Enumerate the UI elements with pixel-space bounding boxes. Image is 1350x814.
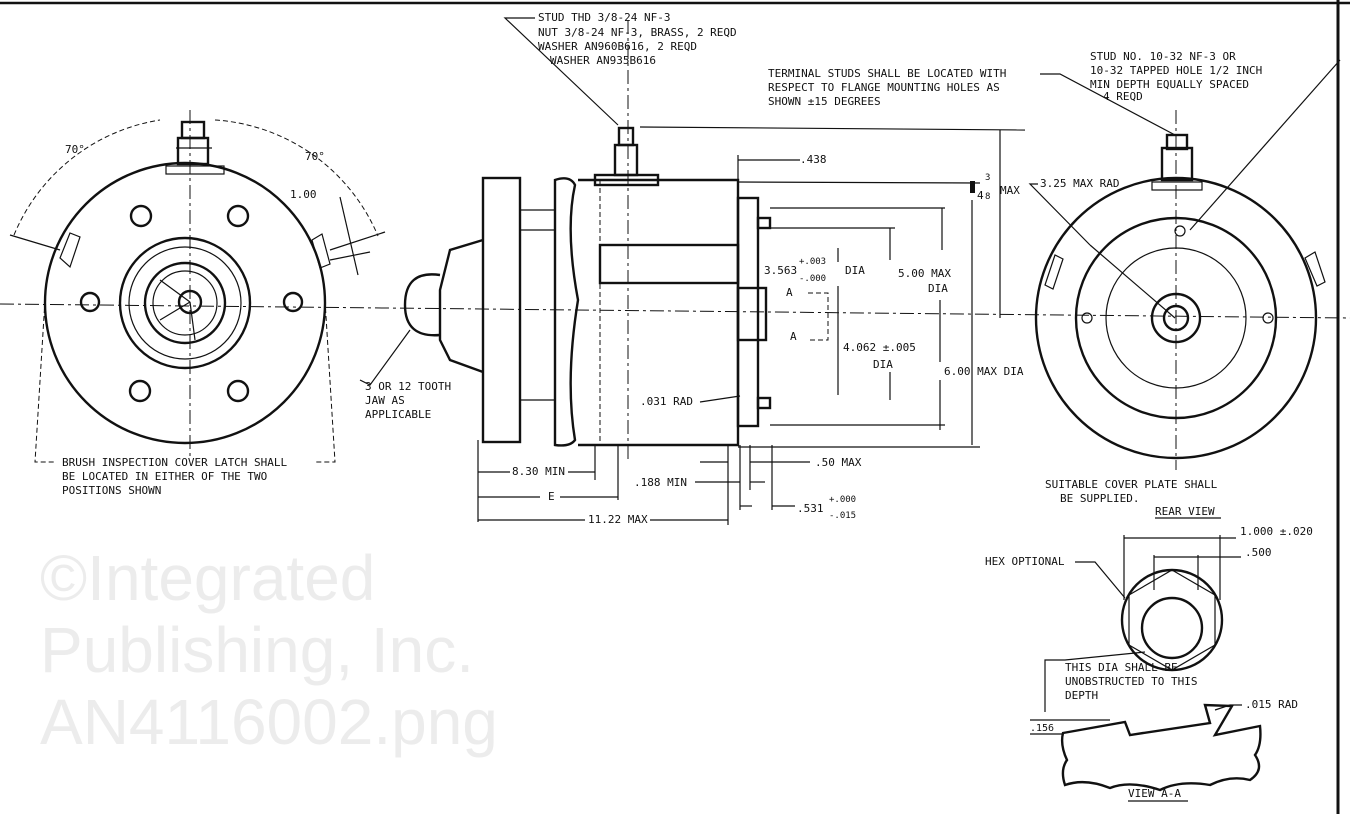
dim-031-rad: .031 RAD [640,395,693,408]
section-a-top: A [786,286,793,299]
rear-stud-icon [1151,133,1203,191]
section-a-bottom: A [790,330,797,343]
stud-note: STUD THD 3/8-24 NF-3 [538,11,670,24]
front-view: 70° 70° 1.00 BRUSH INSPECTION COVER LATC… [9,110,386,497]
watermark-line-2: Publishing, Inc. [40,614,474,686]
brush-note-2: BE LOCATED IN EITHER OF THE TWO [62,470,267,483]
dim-6-00-max-dia: 6.00 MAX DIA [944,365,1024,378]
hex-note: HEX OPTIONAL [985,555,1065,568]
side-dimensions: .438 3 4 8 MAX 3.25 MAX RAD 3.563 +.003 … [477,126,1119,526]
watermark: ©Integrated Publishing, Inc. AN4116002.p… [40,542,498,758]
dim-531-minus: -.015 [829,511,856,521]
brush-note-1: BRUSH INSPECTION COVER LATCH SHALL [62,456,288,469]
stud-leader [503,17,619,126]
rear-stud-note-3: MIN DEPTH EQUALLY SPACED [1090,78,1249,91]
dim-5-00-dia: DIA [928,282,948,295]
dia-note-2: UNOBSTRUCTED TO THIS [1065,675,1197,688]
dim-e: E [548,490,555,503]
terminal-note: TERMINAL STUDS SHALL BE LOCATED WITH [768,67,1006,80]
washer-note: WASHER AN960B616, 2 REQD [538,40,697,53]
dim-1-00: 1.00 [290,188,317,201]
angle-right-label: 70° [305,150,325,163]
dim-4-062-dia: DIA [873,358,893,371]
dim-188-min: .188 MIN [634,476,687,489]
dim-3-563-plus: +.003 [799,257,826,267]
dia-note-1: THIS DIA SHALL BE [1065,661,1178,674]
jaw-note: 3 OR 12 TOOTH [365,380,451,393]
dim-8-30-min: 8.30 MIN [512,465,565,478]
washer-note-2: WASHER AN935B616 [550,54,656,67]
dim-3-8-max: MAX [1000,184,1020,197]
dim-4-062: 4.062 ±.005 [843,341,916,354]
dim-500: .500 [1245,546,1272,559]
terminal-note-2: RESPECT TO FLANGE MOUNTING HOLES AS [768,81,1000,94]
dim-531: .531 [797,502,824,515]
dim-50-max: .50 MAX [815,456,862,469]
rear-stud-note-4: 4 REQD [1103,90,1143,103]
dim-015-rad: .015 RAD [1245,698,1298,711]
side-view [403,20,772,460]
dim-1-000: 1.000 ±.020 [1240,525,1313,538]
rear-view-label: REAR VIEW [1155,505,1215,518]
watermark-line-3: AN4116002.png [40,686,498,758]
rear-stud-note: STUD NO. 10-32 NF-3 OR [1090,50,1236,63]
dim-11-22-max: 11.22 MAX [588,513,648,526]
cover-note-2: BE SUPPLIED. [1060,492,1139,505]
center-line [0,303,1350,319]
dim-3-563: 3.563 [764,264,797,277]
dim-5-00-max: 5.00 MAX [898,267,951,280]
rear-stud-note-2: 10-32 TAPPED HOLE 1/2 INCH [1090,64,1262,77]
dim-438: .438 [800,153,827,166]
dim-3-8-whole: 4 [977,189,984,202]
jaw-note-2: JAW AS [365,394,405,407]
dim-3-8-denominator: 8 [985,192,990,202]
view-a-a-label: VIEW A-A [1128,787,1181,800]
jaw-note-3: APPLICABLE [365,408,431,421]
dim-3-25-rad: 3.25 MAX RAD [1040,177,1119,190]
rear-view [1034,59,1341,470]
cover-note: SUITABLE COVER PLATE SHALL [1045,478,1218,491]
jaw-leader [359,329,411,386]
side-terminal-stud-icon [593,126,660,187]
bolt-holes [79,204,304,403]
watermark-line-1: ©Integrated [40,542,375,614]
terminal-stud-icon [165,120,225,175]
terminal-note-3: SHOWN ±15 DEGREES [768,95,881,108]
dim-3-563-minus: -.000 [799,274,826,284]
nut-note: NUT 3/8-24 NF-3, BRASS, 2 REQD [538,26,737,39]
terminal-leader [1040,73,1176,136]
dim-156: .156 [1030,723,1054,734]
view-a-a: .156 .015 RAD VIEW A-A [1030,698,1298,802]
dim-531-plus: +.000 [829,495,856,505]
angle-left-label: 70° [65,143,85,156]
dim-3-8-numerator: 3 [985,173,990,183]
brush-note-3: POSITIONS SHOWN [62,484,161,497]
hex-detail: 1.000 ±.020 .500 HEX OPTIONAL THIS DIA S… [985,525,1313,712]
dia-note-3: DEPTH [1065,689,1098,702]
dim-3-563-dia: DIA [845,264,865,277]
